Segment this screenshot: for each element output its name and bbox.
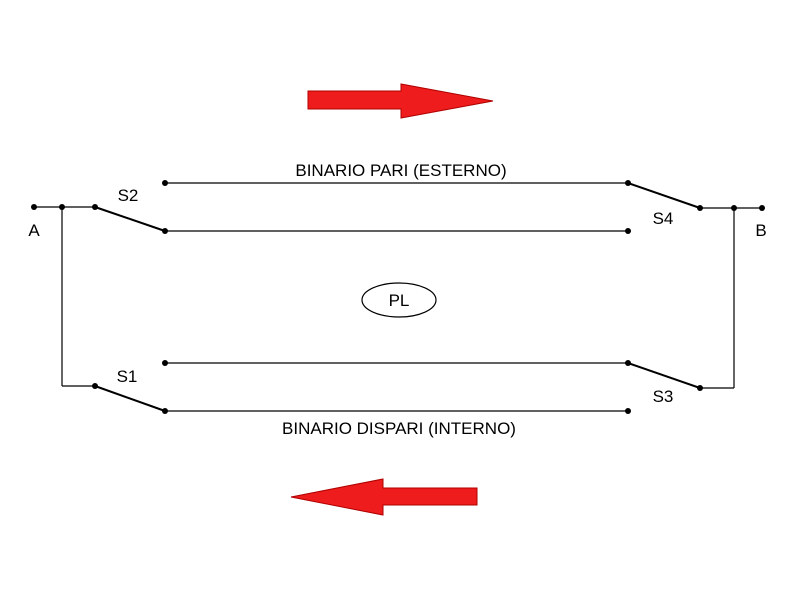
switch-s1-label: S1 [117, 367, 138, 386]
switch-s2-label: S2 [118, 186, 139, 205]
right-arrow-icon [307, 83, 494, 119]
odd-track-label: BINARIO DISPARI (INTERNO) [282, 419, 516, 438]
switch-s3 [627, 362, 703, 391]
even-track-label: BINARIO PARI (ESTERNO) [295, 161, 506, 180]
terminal-a-label: A [28, 221, 40, 240]
switch-s4-label: S4 [653, 209, 674, 228]
terminal-b-label: B [755, 221, 766, 240]
terminal-a-wiring [31, 204, 95, 387]
platform-ellipse [361, 282, 437, 318]
terminal-b-wiring [700, 205, 765, 389]
switch-s1 [92, 383, 166, 412]
switch-s2 [92, 204, 166, 232]
left-arrow-icon [290, 478, 478, 516]
switch-s3-label: S3 [653, 387, 674, 406]
platform-label: PL [389, 291, 410, 310]
switch-s4 [627, 182, 703, 211]
